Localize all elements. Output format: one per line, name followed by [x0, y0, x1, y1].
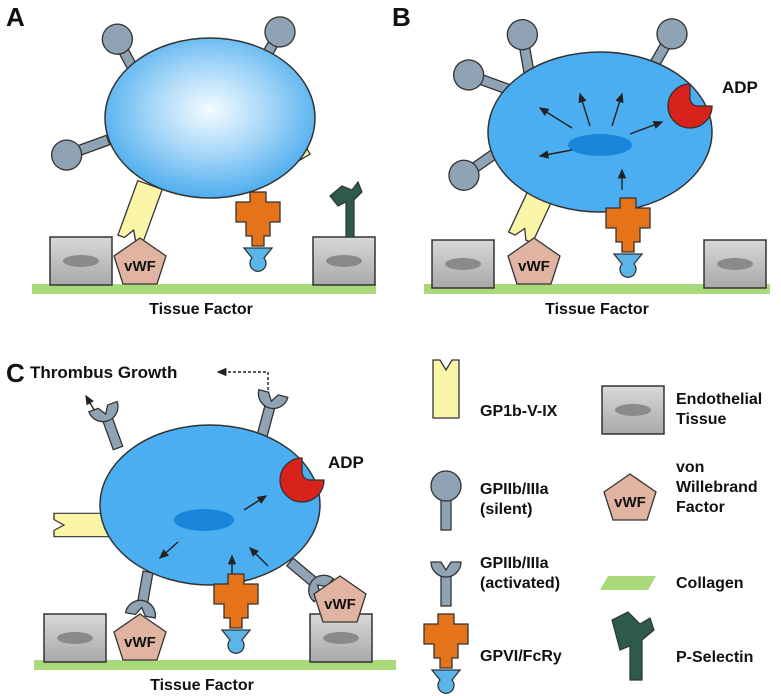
- panel-b: B ADP vWF Tissue Factor: [392, 2, 770, 318]
- gpvi-fcry-receptor: [235, 191, 281, 272]
- thrombus-growth-label: Thrombus Growth: [30, 363, 177, 382]
- legend-collagen-icon: [600, 576, 656, 590]
- panel-b-letter: B: [392, 2, 411, 32]
- gp1b-receptor: [117, 179, 163, 245]
- legend-vwf-icon-label: vWF: [614, 494, 646, 511]
- platelet-nucleus: [568, 134, 632, 156]
- legend: GP1b-V-IX GPIIb/IIIa (silent) GPIIb/IIIa…: [423, 359, 762, 694]
- panel-c: C Thrombus Growth ADP vWF vWF Tissue Fac…: [6, 358, 396, 694]
- adp-molecule: [667, 83, 713, 129]
- legend-pselectin-icon: [611, 611, 655, 681]
- gpvi-fcry-receptor: [213, 573, 259, 654]
- adp-label: ADP: [328, 453, 364, 472]
- collagen-layer: [34, 660, 396, 670]
- legend-gpvi-label: GPVI/FcRy: [480, 648, 562, 665]
- vwf-label: vWF: [324, 596, 356, 613]
- legend-endothelial-sub: Tissue: [676, 411, 727, 428]
- legend-vwf-label-3: Factor: [676, 499, 725, 516]
- legend-vwf-label-2: Willebrand: [676, 479, 758, 496]
- legend-collagen-label: Collagen: [676, 575, 744, 592]
- gpiib-active-receptor: [124, 568, 164, 619]
- platelet-body: [99, 424, 321, 586]
- vwf-label: vWF: [124, 634, 156, 651]
- endothelial-tissue: [49, 236, 113, 286]
- legend-gpiib-active-icon: [430, 561, 462, 607]
- panel-a: A vWF Tissue Factor: [6, 2, 376, 318]
- activation-arrows: [538, 92, 664, 190]
- panel-a-caption: Tissue Factor: [149, 301, 253, 318]
- adp-label: ADP: [722, 78, 758, 97]
- p-selectin: [329, 180, 363, 241]
- endothelial-tissue: [703, 239, 767, 289]
- vwf-label: vWF: [124, 258, 156, 275]
- legend-gpiib-silent-label: GPIIb/IIIa: [480, 481, 549, 498]
- gpiib-silent-receptor: [46, 125, 114, 175]
- platelet-body: [487, 51, 713, 213]
- legend-gpvi-icon: [423, 613, 469, 694]
- platelet-nucleus: [174, 509, 234, 531]
- panel-c-letter: C: [6, 358, 25, 388]
- panel-a-letter: A: [6, 2, 25, 32]
- panel-b-caption: Tissue Factor: [545, 301, 649, 318]
- endothelial-tissue: [43, 613, 107, 663]
- legend-gpiib-silent-sub: (silent): [480, 501, 532, 518]
- collagen-layer: [32, 284, 376, 294]
- gpiib-active-receptor: [88, 400, 133, 454]
- legend-gpiib-silent-icon: [430, 470, 462, 531]
- endothelial-tissue: [312, 236, 376, 286]
- platelet-body: [104, 37, 316, 199]
- legend-gp1b-label: GP1b-V-IX: [480, 403, 558, 420]
- legend-endothelial-label: Endothelial: [676, 391, 762, 408]
- adp-molecule: [279, 457, 325, 503]
- legend-gp1b-icon: [432, 359, 460, 419]
- legend-gpiib-active-label: GPIIb/IIIa: [480, 555, 549, 572]
- vwf-label: vWF: [518, 258, 550, 275]
- legend-endothelial-icon: [601, 385, 665, 435]
- legend-pselectin-label: P-Selectin: [676, 649, 753, 666]
- collagen-layer: [424, 284, 770, 294]
- gpvi-fcry-receptor: [605, 197, 651, 278]
- endothelial-tissue: [431, 239, 495, 289]
- legend-gpiib-active-sub: (activated): [480, 575, 560, 592]
- panel-c-caption: Tissue Factor: [150, 677, 254, 694]
- legend-vwf-label-1: von: [676, 459, 704, 476]
